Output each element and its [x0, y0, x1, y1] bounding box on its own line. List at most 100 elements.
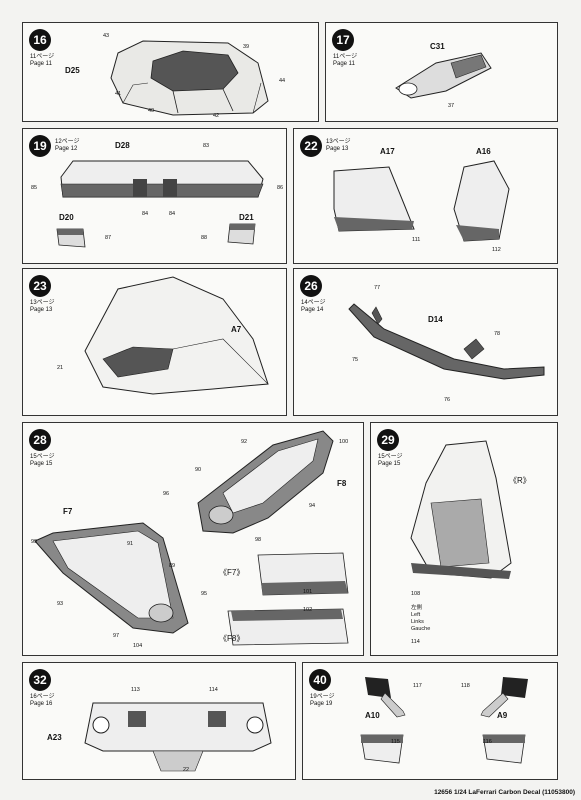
decal-number: 116: [483, 739, 492, 745]
step-number-badge: 19: [29, 135, 51, 157]
part-label-a16: A16: [476, 147, 491, 156]
step-number-badge: 29: [377, 429, 399, 451]
decal-number: 113: [131, 687, 140, 693]
decal-number: 98: [255, 537, 262, 543]
decal-number: 89: [169, 563, 176, 569]
decal-number: 87: [105, 235, 112, 241]
decal-number: 77: [374, 285, 381, 291]
footer-product-code: 12656 1/24 LaFerrari Carbon Decal (11053…: [434, 789, 575, 796]
part-label-d25: D25: [65, 66, 80, 75]
decal-number: 115: [391, 739, 400, 745]
step-number-badge: 16: [29, 29, 51, 51]
part-illustration: [56, 160, 264, 248]
part-illustration: [360, 677, 528, 764]
part-illustration: [333, 160, 510, 242]
decal-number: 44: [279, 78, 286, 84]
decal-number: 102: [303, 607, 313, 613]
part-illustration: [110, 40, 269, 116]
decal-number: 97: [113, 633, 120, 639]
part-label-d21: D21: [239, 213, 254, 222]
decal-number: 22: [183, 767, 190, 773]
part-label-d28: D28: [115, 141, 130, 150]
part-label-a17: A17: [380, 147, 395, 156]
decal-number: 96: [163, 491, 170, 497]
part-label-a9: A9: [497, 711, 508, 720]
part-illustration: [395, 52, 492, 99]
step-number-badge: 17: [332, 29, 354, 51]
decal-number: 101: [303, 589, 313, 595]
part-illustration: [84, 276, 269, 395]
decal-number: 95: [201, 591, 208, 597]
decal-number: 114: [209, 687, 218, 693]
decal-number: 100: [339, 439, 349, 445]
decal-number: 94: [309, 503, 316, 509]
decal-number: 117: [413, 683, 422, 689]
decal-number: 41: [115, 91, 122, 97]
decal-number: 43: [103, 33, 110, 39]
decal-number: 111: [412, 237, 421, 243]
decal-number: 42: [213, 113, 220, 119]
decal-number: 83: [203, 143, 210, 149]
step-number-badge: 40: [309, 669, 331, 691]
part-label-d14: D14: [428, 315, 443, 324]
decal-number: 40: [148, 108, 155, 114]
step-number-badge: 22: [300, 135, 322, 157]
step-number-badge: 26: [300, 275, 322, 297]
part-label-c31: C31: [430, 42, 445, 51]
decal-number: 75: [352, 357, 359, 363]
part-illustration: [84, 702, 272, 772]
decal-number: 21: [57, 365, 64, 371]
part-label-a7: A7: [231, 325, 242, 334]
decal-number: 76: [444, 397, 451, 403]
decal-number: 90: [195, 467, 202, 473]
decal-number: 78: [494, 331, 501, 337]
decal-number: 91: [127, 541, 134, 547]
decal-number: 108: [411, 591, 421, 597]
part-label-f7-paren: 《F7》: [219, 568, 245, 577]
part-label-f8-paren: 《F8》: [219, 634, 245, 643]
decal-number: 84: [142, 211, 149, 217]
decal-number: 104: [133, 643, 143, 649]
part-label-f7: F7: [63, 507, 73, 516]
step-number-badge: 32: [29, 669, 51, 691]
part-label-r: 《R》: [509, 476, 531, 485]
decal-number: 118: [461, 683, 470, 689]
decal-number: 93: [57, 601, 64, 607]
decal-number: 86: [277, 185, 284, 191]
decal-number: 114: [411, 639, 420, 645]
part-illustration: [410, 440, 512, 579]
decal-number: 99: [31, 539, 38, 545]
part-illustration: [348, 303, 545, 380]
decal-number: 112: [492, 247, 501, 253]
decal-number: 39: [243, 44, 250, 50]
part-label-a10: A10: [365, 711, 380, 720]
step-number-badge: 28: [29, 429, 51, 451]
part-label-a23: A23: [47, 733, 62, 742]
decal-number: 92: [241, 439, 248, 445]
part-illustration: [34, 430, 349, 646]
step-number-badge: 23: [29, 275, 51, 297]
decal-number: 84: [169, 211, 176, 217]
decal-number: 85: [31, 185, 38, 191]
part-label-d20: D20: [59, 213, 74, 222]
